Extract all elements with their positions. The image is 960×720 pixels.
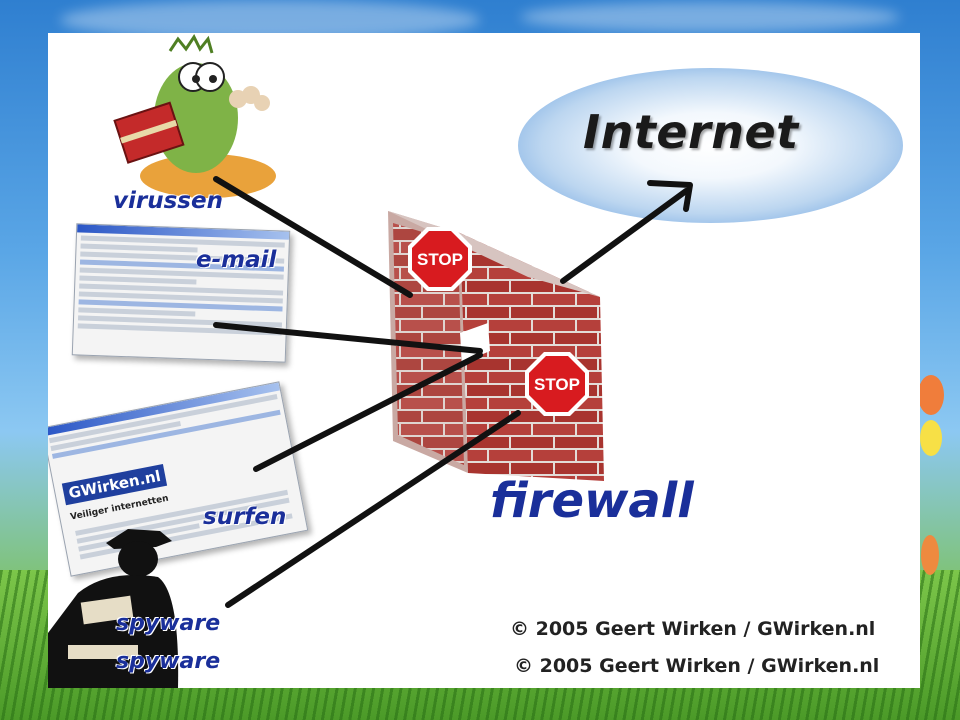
sky-cloud <box>520 2 900 32</box>
stop-sign-label: STOP <box>417 250 463 269</box>
threat-label-surfen: surfen <box>203 504 287 530</box>
threat-label-spyware: spyware <box>116 611 221 636</box>
copyright-text: © 2005 Geert Wirken / GWirken.nl <box>514 655 880 677</box>
flower-petal <box>920 420 942 456</box>
threat-label-email: e-mail <box>196 247 277 273</box>
threat-label-spyware: spyware <box>116 649 221 674</box>
internet-label: Internet <box>583 105 799 159</box>
virus-monster-icon <box>113 34 276 198</box>
stop-sign-icon: STOP <box>525 352 589 416</box>
virus-arrow <box>213 176 413 298</box>
stop-sign-label: STOP <box>534 375 580 394</box>
surfen-arrow <box>253 352 483 472</box>
spyware-arrow <box>225 410 521 608</box>
internet-cloud <box>518 68 903 223</box>
stop-sign-icon: STOP <box>408 227 472 291</box>
copyright-text: © 2005 Geert Wirken / GWirken.nl <box>510 618 876 640</box>
spyware-silhouette-icon <box>48 529 179 688</box>
flower-petal <box>918 375 944 415</box>
threat-label-virussen: virussen <box>113 188 223 214</box>
slide-canvas: Internet GWirken.nl Veiliger internetten <box>48 33 920 688</box>
internet-arrowhead-icon <box>647 180 693 212</box>
internet-arrow <box>560 188 689 284</box>
firewall-label: firewall <box>490 473 694 529</box>
firewall-diagram: STOP STOP <box>48 34 693 688</box>
email-arrow <box>213 322 483 354</box>
flower-petal <box>921 535 939 575</box>
